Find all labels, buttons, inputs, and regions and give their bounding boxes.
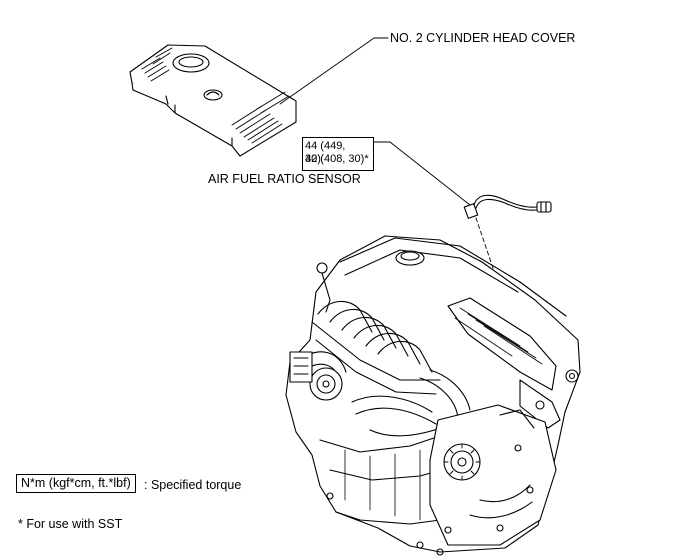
torque-spec-line-1: 44 (449, — [305, 140, 346, 152]
air-fuel-ratio-sensor — [463, 194, 552, 219]
air-fuel-ratio-sensor-label: AIR FUEL RATIO SENSOR — [208, 172, 361, 186]
sst-note: * For use with SST — [18, 517, 123, 531]
cylinder-head-cover-label: NO. 2 CYLINDER HEAD COVER — [390, 31, 576, 45]
engine-assembly — [285, 235, 581, 556]
leader-lines — [279, 37, 471, 206]
cylinder-head-cover — [129, 44, 297, 157]
torque-spec-line-2-sst: 40 (408, 30)* — [305, 153, 369, 165]
torque-unit-legend: N*m (kgf*cm, ft.*lbf) — [16, 474, 136, 493]
torque-legend-description: : Specified torque — [144, 478, 242, 492]
torque-spec-line-2-overlap: 32) — [305, 153, 321, 165]
torque-spec-box: 44 (449, 32) 40 (408, 30)* — [302, 137, 374, 171]
